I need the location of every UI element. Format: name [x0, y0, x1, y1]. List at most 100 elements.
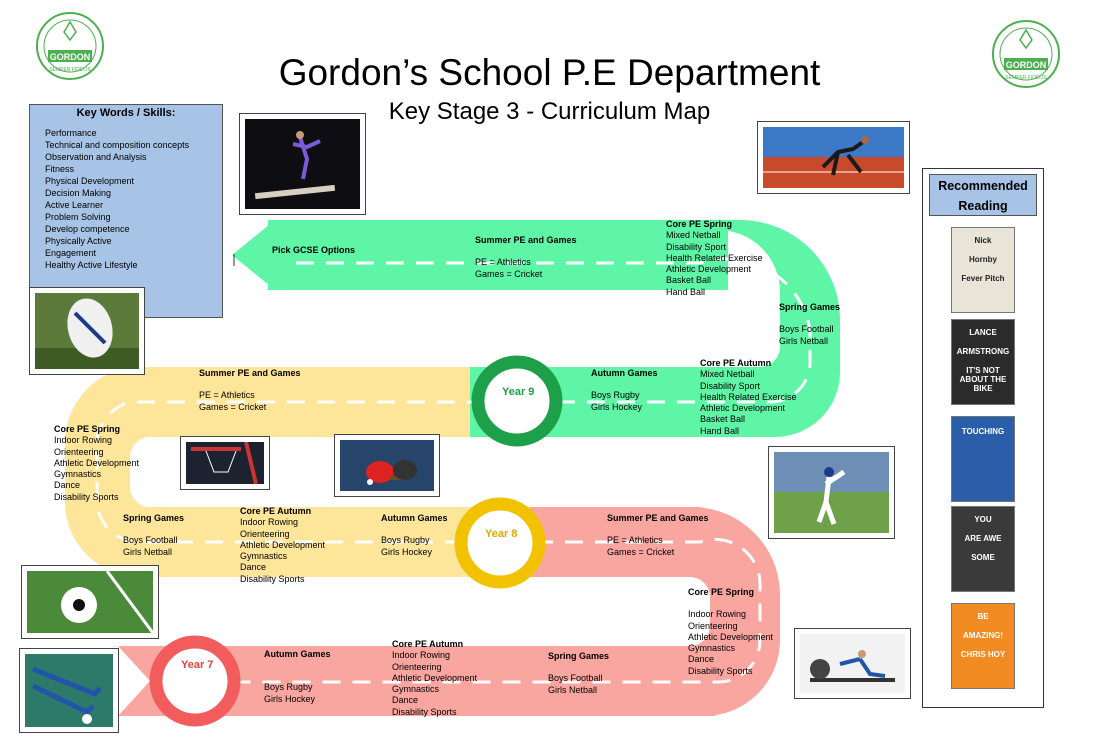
- year8-label: Year 8: [485, 528, 518, 540]
- label-title: Autumn Games: [264, 649, 331, 659]
- book-cover[interactable]: TOUCHING: [951, 416, 1015, 502]
- label-line: Games = Cricket: [199, 401, 267, 412]
- label-title: Spring Games: [779, 302, 841, 312]
- label-line: Disability Sport: [666, 241, 727, 252]
- key-word-item: Physical Development: [45, 176, 135, 186]
- label-line: Orienteering: [392, 661, 442, 672]
- key-word-item: Active Learner: [45, 200, 104, 210]
- label-title: Summer PE and Games: [607, 513, 709, 523]
- book-cover-text: YOU: [974, 515, 992, 524]
- label-line: Athletic Development: [666, 264, 752, 275]
- key-word-item: Problem Solving: [45, 212, 111, 222]
- label-line: Boys Football: [779, 324, 834, 335]
- label-line: Dance: [392, 695, 419, 706]
- school-logo-left: GORDON SEMPER FIDELIS: [36, 12, 104, 80]
- label-line: Indoor Rowing: [240, 517, 299, 528]
- label-line: Indoor Rowing: [392, 650, 451, 661]
- label-line: Basket Ball: [666, 275, 712, 286]
- label-line: Disability Sport: [700, 380, 761, 391]
- label-line: Indoor Rowing: [688, 609, 747, 620]
- label-line: Boys Football: [548, 673, 603, 684]
- label-title: Core PE Spring: [54, 424, 121, 434]
- label-line: Athletic Development: [688, 631, 774, 642]
- year9-label: Year 9: [502, 386, 535, 398]
- book-cover-text: CHRIS HOY: [960, 650, 1006, 659]
- label-line: Athletic Development: [54, 457, 140, 468]
- label-line: Athletic Development: [240, 539, 326, 550]
- book-cover-text: Fever Pitch: [961, 274, 1005, 283]
- school-logo-right: GORDON SEMPER FIDELIS: [992, 20, 1060, 88]
- label-line: Orienteering: [240, 528, 290, 539]
- label-title: Summer PE and Games: [199, 368, 301, 378]
- label-line: Mixed Netball: [700, 369, 755, 380]
- label-line: Girls Hockey: [591, 401, 643, 412]
- label-line: Gymnastics: [54, 469, 102, 480]
- label-line: PE = Athletics: [199, 390, 255, 401]
- rowing-photo: [794, 628, 911, 699]
- label-line: PE = Athletics: [475, 257, 531, 268]
- gymnast-photo: [239, 113, 366, 215]
- label-line: Gymnastics: [688, 643, 736, 654]
- label-title: Core PE Autumn: [392, 639, 464, 649]
- year8-circle[interactable]: [454, 497, 546, 589]
- table-tennis-photo: [334, 434, 440, 497]
- book-cover-text: Hornby: [969, 255, 997, 264]
- key-word-item: Performance: [45, 128, 97, 138]
- year9-circle[interactable]: [471, 355, 563, 447]
- book-cover-text: AMAZING!: [963, 631, 1003, 640]
- key-words-title: Key Words / Skills:: [76, 107, 176, 119]
- gcse-options-label: Pick GCSE Options: [272, 245, 356, 255]
- label-title: Spring Games: [548, 651, 610, 661]
- label-title: Spring Games: [123, 513, 185, 523]
- label-line: Girls Netball: [779, 335, 829, 346]
- label-line: Boys Rugby: [381, 535, 430, 546]
- book-cover-text: LANCE: [969, 328, 997, 337]
- year7-label: Year 7: [181, 659, 214, 671]
- label-line: Mixed Netball: [666, 230, 721, 241]
- label-line: Disability Sports: [54, 491, 119, 502]
- label-title: Core PE Autumn: [240, 506, 312, 516]
- label-line: Dance: [240, 562, 267, 573]
- key-word-item: Fitness: [45, 164, 75, 174]
- label-line: Disability Sports: [688, 665, 753, 676]
- label-line: Girls Netball: [548, 684, 598, 695]
- label-line: Boys Rugby: [591, 390, 640, 401]
- label-line: Orienteering: [54, 446, 104, 457]
- recommended-reading-title: Recommended Reading: [929, 174, 1037, 216]
- book-cover-text: Nick: [974, 236, 992, 245]
- sprinter-photo: [757, 121, 910, 194]
- year7-circle[interactable]: [149, 635, 241, 727]
- label-title: Summer PE and Games: [475, 235, 577, 245]
- book-cover-text: BE: [977, 612, 989, 621]
- key-word-item: Develop competence: [45, 224, 130, 234]
- key-word-item: Engagement: [45, 248, 97, 258]
- book-cover[interactable]: BE AMAZING! CHRIS HOY: [951, 603, 1015, 689]
- label-line: Athletic Development: [392, 672, 478, 683]
- book-cover-text: TOUCHING: [961, 427, 1005, 436]
- label-line: Orienteering: [688, 620, 738, 631]
- label-line: Hand Ball: [700, 425, 740, 436]
- label-line: Gymnastics: [240, 551, 288, 562]
- label-line: Athletic Development: [700, 403, 786, 414]
- key-word-item: Technical and composition concepts: [45, 140, 190, 150]
- label-line: Boys Rugby: [264, 682, 313, 693]
- label-line: Disability Sports: [392, 706, 457, 717]
- label-title: Core PE Autumn: [700, 358, 772, 368]
- rugby-ball-photo: [29, 287, 145, 375]
- label-line: Games = Cricket: [475, 268, 543, 279]
